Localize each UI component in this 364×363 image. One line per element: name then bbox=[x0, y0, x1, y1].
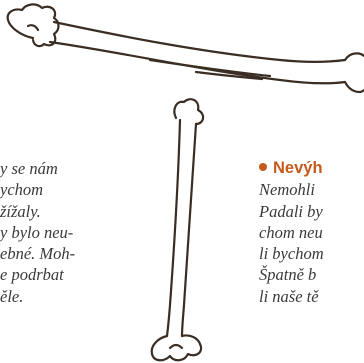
text-line: ěle. bbox=[0, 286, 75, 307]
horizontal-bone-icon bbox=[8, 4, 364, 92]
text-line: li naše tě bbox=[259, 286, 324, 307]
section-heading: Nevýh bbox=[259, 158, 324, 179]
right-text-column: Nevýh Nemohli Padali by chom neu li bych… bbox=[259, 158, 324, 307]
bullet-icon bbox=[259, 163, 267, 171]
text-line: li bychom bbox=[259, 243, 324, 264]
text-line: ebné. Moh- bbox=[0, 243, 75, 264]
text-line: chom neu bbox=[259, 222, 324, 243]
text-line: Padali by bbox=[259, 201, 324, 222]
section-heading-label: Nevýh bbox=[273, 159, 323, 177]
text-line: y bylo neu- bbox=[0, 222, 75, 243]
text-line: e podrbat bbox=[0, 264, 75, 285]
text-line: Nemohli bbox=[259, 179, 324, 200]
left-text-column: y se nám ychom žížaly. y bylo neu- ebné.… bbox=[0, 158, 75, 307]
text-line: y se nám bbox=[0, 158, 75, 179]
text-line: ychom bbox=[0, 179, 75, 200]
vertical-bone-icon bbox=[152, 99, 203, 360]
text-line: žížaly. bbox=[0, 201, 75, 222]
text-line: Špatně b bbox=[259, 264, 324, 285]
